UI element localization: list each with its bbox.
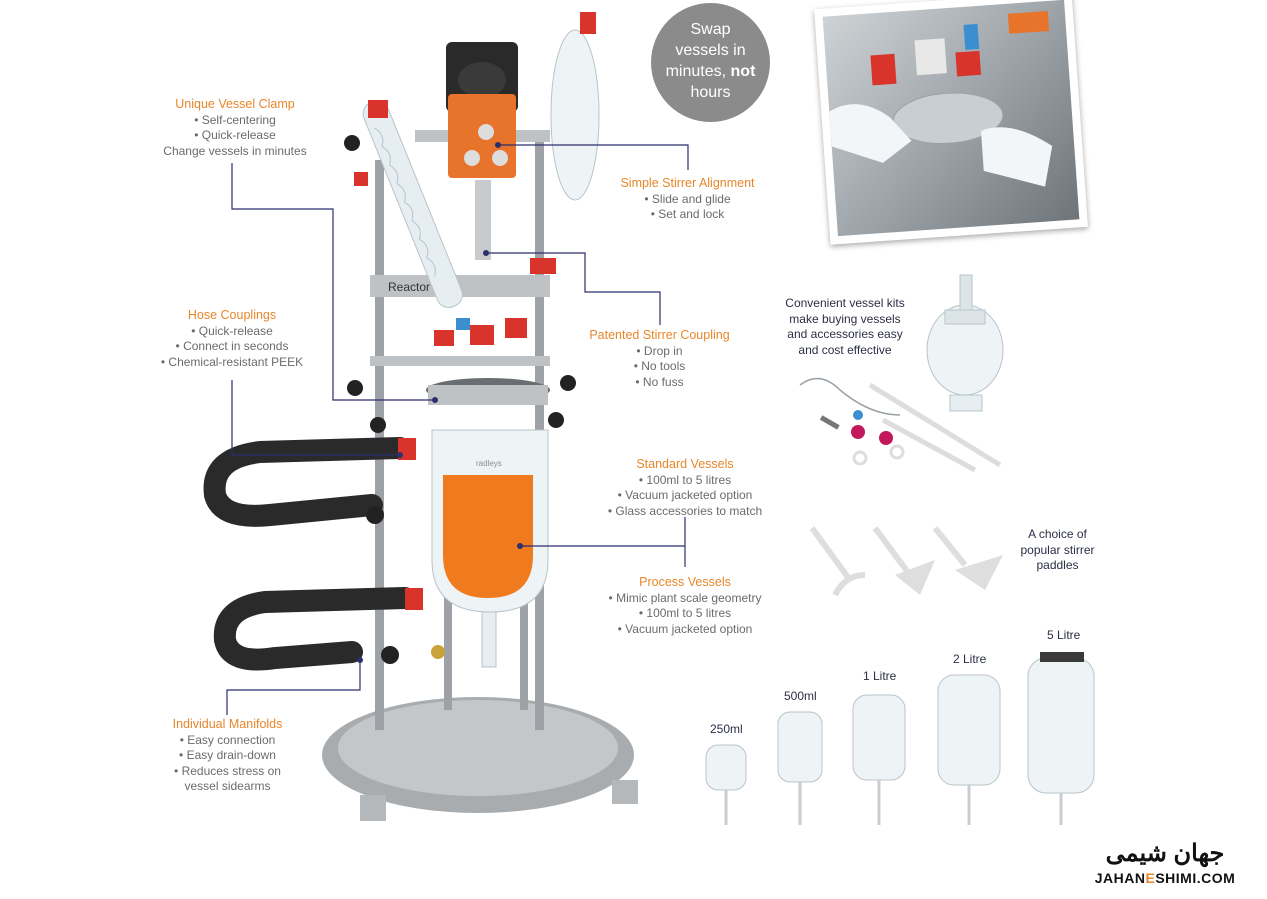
callout-stirrer-alignment: Simple Stirrer Alignment • Slide and gli…: [610, 176, 765, 223]
vessel-liquid: [443, 475, 533, 598]
logo-english-text: JAHANESHIMI.COM: [1094, 870, 1236, 886]
callout-item: • Self-centering: [194, 112, 276, 127]
callout-item: • Vacuum jacketed option: [617, 621, 753, 636]
callout-title: Hose Couplings: [187, 308, 277, 322]
callout-process-vessels: Process Vessels • Mimic plant scale geom…: [600, 575, 770, 637]
bubble-line-2: vessels in: [675, 42, 746, 59]
bubble-emphasis: not: [730, 63, 756, 80]
callout-vessel-clamp: Unique Vessel Clamp • Self-centering • Q…: [155, 97, 315, 159]
callout-item: • Reduces stress on: [174, 763, 281, 778]
callout-item: • Vacuum jacketed option: [617, 488, 753, 502]
callout-lines: [226, 144, 689, 715]
callout-standard-vessels: Standard Vessels • 100ml to 5 litres • V…: [600, 457, 770, 519]
callout-item: • No fuss: [635, 374, 684, 389]
callout-item: • 100ml to 5 litres: [638, 472, 732, 487]
bubble-line-1: Swap: [690, 21, 731, 38]
callout-item: • 100ml to 5 litres: [638, 606, 732, 620]
callout-title: Patented Stirrer Coupling: [589, 328, 730, 342]
callout-individual-manifolds: Individual Manifolds • Easy connection •…: [155, 717, 300, 795]
swap-vessels-bubble: Swap vessels in minutes, not hours: [651, 3, 770, 122]
callout-item: • Drop in: [636, 343, 683, 358]
callout-item: • No tools: [633, 359, 686, 373]
callout-title: Simple Stirrer Alignment: [620, 176, 755, 190]
jahan-shimi-logo: جهان شیمی JAHANESHIMI.COM: [1085, 840, 1245, 890]
stirrer-paddles-text: A choice of popular stirrer paddles: [1020, 527, 1095, 572]
bubble-line-3: minutes,: [665, 63, 727, 80]
vessel-size-illustrations: [705, 657, 1095, 794]
callout-item: • Set and lock: [650, 207, 725, 221]
vessel-size-500ml: 500ml: [784, 689, 817, 703]
vessel-size-5-litre: 5 Litre: [1047, 628, 1081, 642]
callout-hose-couplings: Hose Couplings • Quick-release • Connect…: [152, 308, 312, 370]
callout-item: vessel sidearms: [184, 779, 271, 793]
callout-item: • Slide and glide: [644, 191, 731, 206]
stirrer-paddles: [809, 526, 968, 597]
vessel-size-1-litre: 1 Litre: [863, 669, 897, 683]
callout-item: • Connect in seconds: [175, 339, 289, 353]
hose-lower: [213, 587, 416, 671]
logo-persian-text: جهان شیمی: [1105, 840, 1225, 867]
vessel-kits-text: Convenient vessel kits make buying vesse…: [785, 296, 905, 357]
callout-title: Standard Vessels: [636, 457, 734, 471]
callout-item: • Easy drain-down: [179, 748, 276, 762]
bubble-line-4: hours: [690, 84, 731, 101]
callout-item: • Mimic plant scale geometry: [608, 590, 762, 605]
vessel-swap-photo: [814, 0, 1088, 245]
callout-item: • Quick-release: [194, 128, 276, 142]
vessel-size-2-litre: 2 Litre: [953, 652, 987, 666]
vessel-size-250ml: 250ml: [710, 722, 743, 736]
svg-text:radleys: radleys: [476, 459, 502, 468]
callout-item: • Quick-release: [191, 323, 273, 338]
callout-item: Change vessels in minutes: [163, 143, 307, 158]
callout-item: • Chemical-resistant PEEK: [160, 354, 304, 369]
callout-item: • Glass accessories to match: [607, 503, 763, 518]
callout-title: Individual Manifolds: [172, 717, 283, 731]
callout-title: Process Vessels: [639, 575, 731, 589]
addition-funnel: [550, 29, 600, 201]
callout-item: • Easy connection: [179, 732, 276, 747]
reactor-label: Reactor: [388, 280, 430, 294]
vessel-kit-illustration: [799, 274, 1004, 473]
callout-title: Unique Vessel Clamp: [175, 97, 295, 111]
hose-upper: [203, 437, 411, 527]
callout-stirrer-coupling: Patented Stirrer Coupling • Drop in • No…: [582, 328, 737, 390]
